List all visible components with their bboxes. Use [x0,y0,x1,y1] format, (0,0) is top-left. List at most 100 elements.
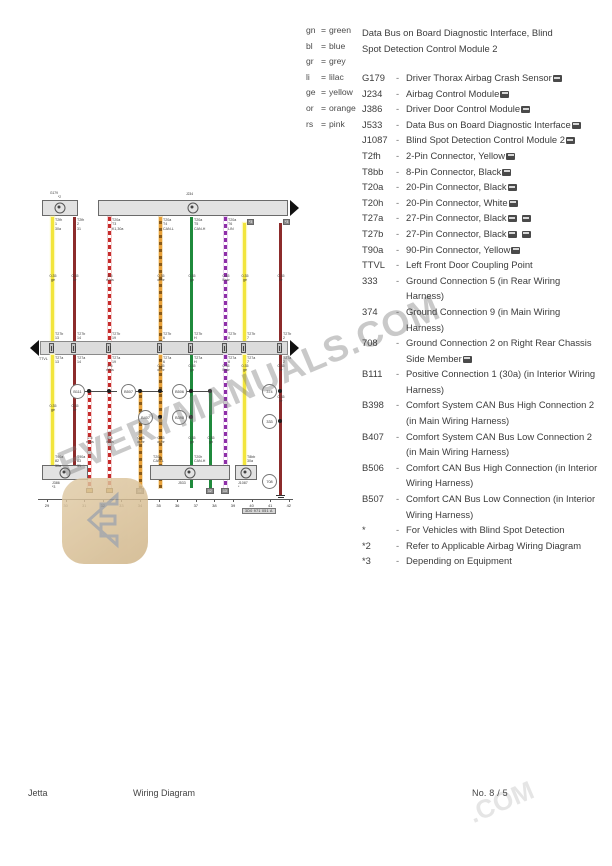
color-key-name: pink [329,118,345,129]
scale-number: 30 [63,503,68,508]
link-b506 [187,391,211,392]
wire-6-bottom [224,355,227,488]
legend-entry: T27a-27-Pin Connector, Black [362,210,598,226]
wire-3-bottom [108,355,111,488]
connector-icon [500,90,510,98]
scale-number: 37 [193,503,199,508]
legend-entry: B398-Comfort System CAN Bus High Connect… [362,397,598,428]
bottom-marker-6: 13 [221,488,229,494]
scale-number: 41 [267,503,273,508]
node-333 [278,419,283,424]
node-b111-a [87,389,92,394]
legend-entry-dash: - [396,368,400,380]
wire-4-top [159,217,162,349]
scale-number: 33 [119,503,124,508]
node-b407 [158,415,163,420]
legend-entry-description: 90-Pin Connector, Yellow [406,242,598,258]
legend-entry-description: 20-Pin Connector, White [406,195,598,211]
legend-title-line2: Spot Detection Control Module 2 [362,42,498,54]
page-footer: Jetta Wiring Diagram No. 8 / 5 [0,788,612,808]
legend-entry-description: Driver Thorax Airbag Crash Sensor [406,70,598,86]
connector-icon [521,230,531,238]
legend-entry-description: Refer to Applicable Airbag Wiring Diagra… [406,539,582,551]
wire-8-bottom [279,355,282,495]
scale-number: 42 [286,503,292,508]
color-key-abbr: or [306,102,314,113]
legend-entry-dash: - [396,274,400,286]
legend-entry-dash: - [396,539,400,551]
color-key-abbr: gr [306,56,314,67]
legend-entry: J386-Driver Door Control Module [362,101,598,117]
wire-3-top [108,217,111,349]
legend-entry-description: For Vehicles with Blind Spot Detection [406,524,565,536]
legend-entry: B407-Comfort System CAN Bus Low Connecti… [362,429,598,460]
legend-entry-description: Depending on Equipment [406,555,512,567]
color-key-name: grey [329,56,346,67]
coupling-rail-ttvl [40,341,288,355]
scale-number: 31 [81,503,87,508]
legend-entry: T27b-27-Pin Connector, Black [362,226,598,242]
legend-entry-dash: - [396,212,400,224]
wire-1-top [51,217,54,349]
color-key-abbr: li [306,71,310,82]
module-label-j234: J234 [186,192,193,196]
legend-entry-description: 27-Pin Connector, Black [406,210,598,226]
module-label-g179: G179 [50,191,58,195]
color-key-equals: = [321,71,327,82]
legend-entry: *-For Vehicles with Blind Spot Detection [362,522,598,538]
color-key-row: or=orange [306,104,362,120]
legend-entry-dash: - [396,134,400,146]
module-box-j1087 [235,465,257,480]
coupling-label-ttvl: TTVL [39,357,48,361]
wire-1-bottom [51,355,54,470]
module-label-j386: J386*3 [52,481,60,490]
scale-tick [65,499,67,502]
connector-icon [511,246,521,254]
scale-number: 38 [212,503,217,508]
footer-doc-type: Wiring Diagram [133,788,196,798]
legend-entry-description: Comfort CAN Bus Low Connection (in Inter… [406,493,596,520]
legend-title: Data Bus on Board Diagnostic Interface, … [362,25,598,56]
connection-ref-b407: B407 [138,410,153,425]
connector-icon [507,230,517,238]
color-key-name: blue [329,40,346,51]
legend-entry: T20a-20-Pin Connector, Black [362,179,598,195]
legend-entry-code: T20a [362,181,384,193]
legend-entry: T20h-20-Pin Connector, White [362,195,598,211]
wire-3b-branch [88,391,91,488]
color-key-row: ge=yellow [306,88,362,104]
legend-entry-dash: - [396,227,400,239]
color-key-name: green [329,25,351,35]
splice-marker-3a [106,488,113,493]
color-key-row: gr=grey [306,57,362,73]
coupling-pin-6 [222,343,227,353]
scale-tick [195,499,197,502]
footer-model: Jetta [28,788,48,798]
legend-entry: J1087-Blind Spot Detection Control Modul… [362,132,598,148]
legend-entry-description: Ground Connection 5 (in Rear Wiring Harn… [406,274,561,302]
link-b507 [136,391,163,392]
scale-number: 39 [230,503,236,508]
color-key-equals: = [321,40,327,51]
module-box-j234 [98,200,288,216]
legend-entry-code: J234 [362,87,383,99]
module-box-g179 [42,200,78,216]
